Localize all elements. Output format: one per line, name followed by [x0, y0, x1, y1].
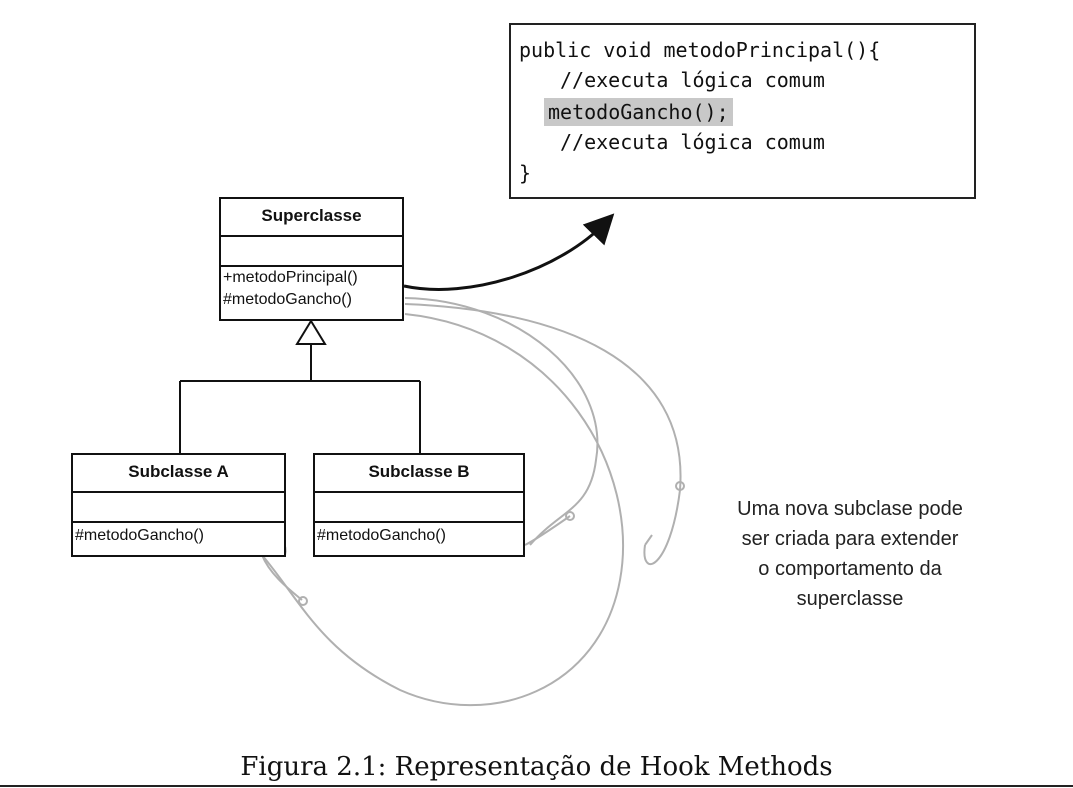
note-line-3: o comportamento da	[758, 558, 942, 580]
code-line-comment-2: //executa lógica comum	[560, 130, 825, 154]
note-line-4: superclasse	[796, 588, 904, 610]
code-line-comment-1: //executa lógica comum	[560, 68, 825, 92]
subclass-b-box: Subclasse B #metodoGancho()	[313, 453, 525, 557]
superclass-name: Superclasse	[221, 199, 402, 237]
code-line-hook-call: metodoGancho();	[544, 97, 733, 127]
hook-call-highlight: metodoGancho();	[544, 98, 733, 126]
code-line-signature: public void metodoPrincipal(){	[519, 38, 881, 62]
subclass-a-box: Subclasse A #metodoGancho()	[71, 453, 286, 557]
note-line-1: Uma nova subclase pode	[737, 498, 963, 520]
hook-tip-new	[644, 534, 653, 546]
inheritance-triangle	[295, 319, 327, 345]
call-arrow	[403, 213, 615, 291]
annotation-note: Uma nova subclase pode ser criada para e…	[690, 494, 1010, 614]
hook-eye-a	[298, 596, 308, 606]
subclass-a-name: Subclasse A	[73, 455, 284, 493]
superclass-op-principal: +metodoPrincipal()	[223, 269, 358, 286]
hook-tip-a	[261, 554, 303, 601]
superclass-op-gancho: #metodoGancho()	[223, 291, 352, 308]
code-line-close-brace: }	[519, 161, 532, 185]
superclass-operations: +metodoPrincipal() #metodoGancho()	[221, 267, 402, 311]
subclass-b-attributes	[315, 493, 523, 523]
hook-eye-new	[675, 481, 685, 491]
subclass-a-op-gancho: #metodoGancho()	[75, 527, 204, 544]
note-line-2: ser criada para extender	[741, 528, 959, 550]
hook-line-new	[404, 303, 682, 565]
superclass-attributes	[221, 237, 402, 267]
subclass-a-attributes	[73, 493, 284, 523]
hook-line-b	[404, 297, 599, 546]
hook-eye-b	[565, 511, 575, 521]
superclass-box: Superclasse +metodoPrincipal() #metodoGa…	[219, 197, 404, 321]
bottom-rule	[0, 785, 1073, 787]
figure-caption: Figura 2.1: Representação de Hook Method…	[240, 752, 833, 782]
hook-line-a	[261, 313, 625, 707]
subclass-b-op-gancho: #metodoGancho()	[317, 527, 446, 544]
code-box: public void metodoPrincipal(){ //executa…	[509, 23, 976, 199]
subclass-b-name: Subclasse B	[315, 455, 523, 493]
